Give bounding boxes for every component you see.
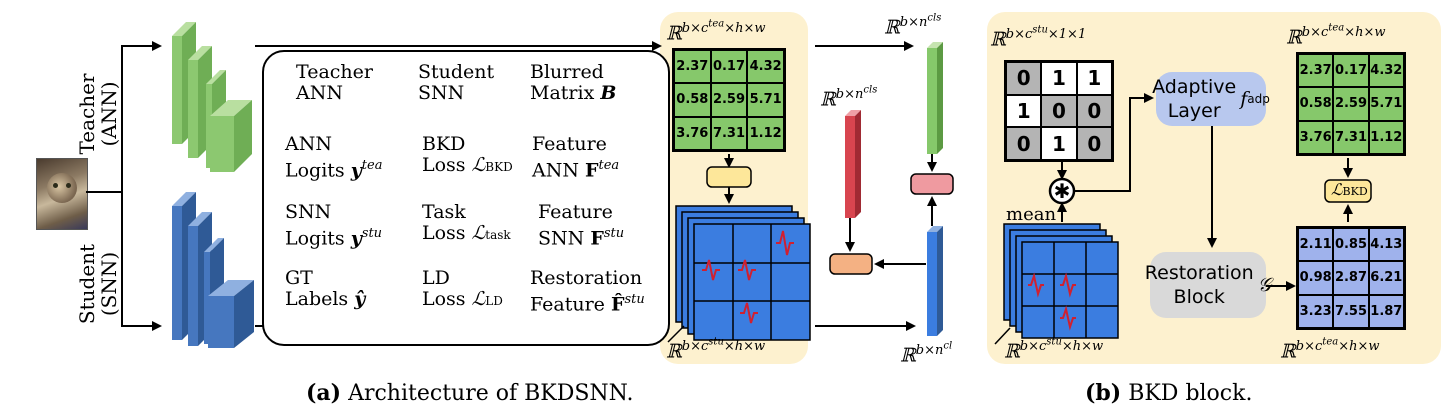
- dim-stu-feat-a: ℝb×cstu×h×w: [666, 337, 766, 363]
- teacher-matrix-b-cell: 0.17: [1333, 54, 1369, 88]
- dim-stu-pool: ℝb×cstu×1×1: [990, 25, 1087, 51]
- teacher-matrix-cell: 2.37: [674, 50, 711, 84]
- teacher-matrix-cell: 3.76: [674, 116, 711, 150]
- dim-logits-gt: ℝb×ncls: [820, 85, 878, 111]
- dim-logits-bottom: ℝb×ncl: [900, 341, 953, 367]
- restored-matrix-cell: 6.21: [1368, 261, 1404, 295]
- bkd-loss-box: [706, 166, 752, 188]
- binary-matrix-cell: 0: [1006, 62, 1042, 95]
- teacher-matrix-b-cell: 3.76: [1298, 120, 1334, 154]
- bkd-input-feature-stack: [994, 223, 1119, 345]
- convolution-operator-icon: [1048, 177, 1076, 205]
- binary-matrix-cell: 1: [1041, 127, 1077, 160]
- teacher-matrix-b-cell: 1.12: [1368, 120, 1404, 154]
- binary-matrix-cell: 0: [1076, 94, 1112, 128]
- restored-matrix-cell: 4.13: [1368, 228, 1404, 262]
- task-loss-box: [829, 253, 873, 275]
- teacher-matrix-b-cell: 5.71: [1368, 87, 1404, 121]
- teacher-matrix-cell: 5.71: [747, 83, 784, 117]
- binary-matrix-cell: 1: [1076, 62, 1112, 95]
- binary-matrix-cell: 0: [1041, 94, 1077, 128]
- teacher-matrix-b-cell: 2.37: [1298, 54, 1334, 88]
- snn-logits-bar: [927, 226, 943, 336]
- dim-stu-feat-b: ℝb×cstu×h×w: [1004, 337, 1104, 363]
- student-snn-network: [172, 192, 254, 348]
- input-cat-image: [36, 158, 88, 230]
- teacher-matrix-b-cell: 0.58: [1298, 87, 1334, 121]
- teacher-matrix-cell: 0.17: [710, 50, 748, 84]
- svg-text:✱: ✱: [1054, 179, 1071, 203]
- teacher-matrix-cell: 0.58: [674, 83, 711, 117]
- teacher-matrix-cell: 2.59: [710, 83, 748, 117]
- restored-matrix-cell: 3.23: [1298, 294, 1334, 328]
- caption-a: (a) Architecture of BKDSNN.: [306, 380, 634, 406]
- binary-matrix-cell: 0: [1076, 127, 1112, 160]
- teacher-matrix-cell: 4.32: [747, 50, 784, 84]
- dim-tea-feat-a: ℝb×ctea×h×w: [666, 19, 766, 45]
- restored-matrix-cell: 2.11: [1298, 228, 1334, 262]
- bkd-loss-box-b: [1324, 179, 1372, 203]
- mean-label: mean: [1006, 204, 1057, 225]
- teacher-matrix-b-cell: 7.31: [1333, 120, 1369, 154]
- restored-matrix-cell: 0.85: [1333, 228, 1369, 262]
- ann-logits-bar: [927, 42, 943, 154]
- restored-matrix-cell: 7.55: [1333, 294, 1369, 328]
- bkd-loss-label-b: ℒBKD: [1331, 180, 1368, 199]
- caption-b: (b) BKD block.: [1085, 380, 1253, 406]
- binary-matrix-cell: 0: [1006, 127, 1042, 160]
- binary-matrix-cell: 1: [1041, 62, 1077, 95]
- teacher-matrix-cell: 7.31: [710, 116, 748, 150]
- ld-loss-box: [910, 173, 954, 195]
- teacher-ann-network: [172, 22, 252, 172]
- teacher-matrix-b-cell: 4.32: [1368, 54, 1404, 88]
- teacher-matrix-cell: 1.12: [747, 116, 784, 150]
- restored-matrix-cell: 2.87: [1333, 261, 1369, 295]
- legend-box: [262, 50, 670, 346]
- snn-feature-stack: [667, 205, 811, 343]
- binary-matrix-cell: 1: [1006, 94, 1042, 128]
- dim-tea-feat-b2: ℝb×ctea×h×w: [1280, 337, 1380, 363]
- restored-matrix-cell: 0.98: [1298, 261, 1334, 295]
- dim-tea-feat-b: ℝb×ctea×h×w: [1286, 23, 1386, 49]
- gt-labels-bar: [845, 110, 861, 218]
- dim-logits-top: ℝb×ncls: [884, 13, 942, 39]
- teacher-matrix-b-cell: 2.59: [1333, 87, 1369, 121]
- restored-matrix-cell: 1.87: [1368, 294, 1404, 328]
